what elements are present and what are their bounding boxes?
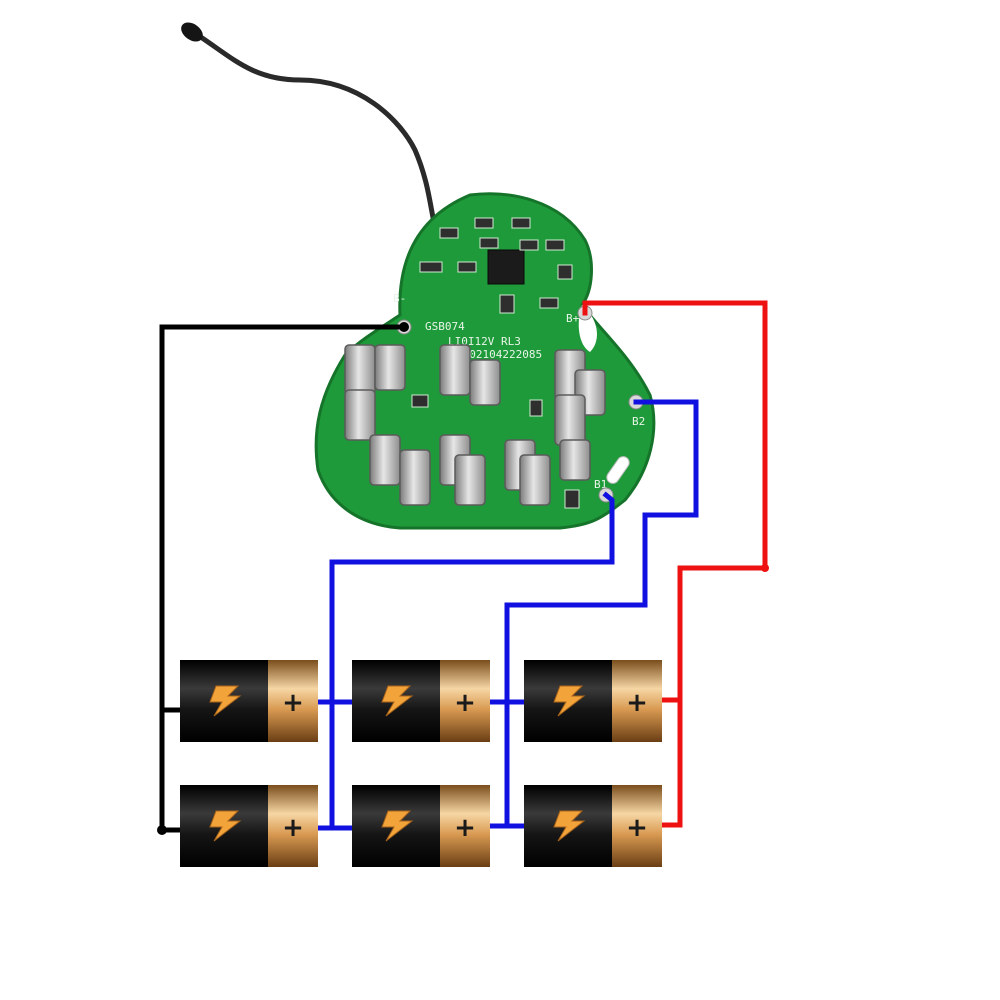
battery-cap <box>612 660 662 742</box>
battery-cap <box>268 660 318 742</box>
battery-plus-label: + <box>454 688 476 718</box>
wire-b1 <box>315 491 615 831</box>
thermistor <box>181 22 440 238</box>
pad-label-b-minus: B- <box>393 292 406 305</box>
battery-cell: + <box>352 785 490 867</box>
battery-plus-label: + <box>626 813 648 843</box>
battery-cell: + <box>352 660 490 742</box>
slot-b1 <box>606 456 630 484</box>
battery-pack: + + + + + + <box>180 660 662 867</box>
battery-cap <box>440 785 490 867</box>
pad-label-b2: B2 <box>632 415 645 428</box>
pad-label-b1: B1 <box>594 478 607 491</box>
pcb-model-label: GSB074 <box>425 320 465 333</box>
controller-ic <box>487 249 525 285</box>
wire-b2 <box>487 399 699 829</box>
battery-cell: + <box>180 660 318 742</box>
contact-clips <box>344 344 606 506</box>
bms-pcb-board: GSB074 LI0I12V RL3 H202104222085 B- B1 B… <box>314 192 656 530</box>
thermistor-bead <box>181 22 203 42</box>
battery-plus-label: + <box>626 688 648 718</box>
pad-label-b-plus: B+ <box>566 312 580 325</box>
thermistor-wire <box>187 27 440 238</box>
battery-cell: + <box>180 785 318 867</box>
battery-cap <box>268 785 318 867</box>
wires <box>159 300 768 833</box>
pcb-serial-label: H202104222085 <box>456 348 542 361</box>
junctions <box>157 322 769 835</box>
battery-cap <box>612 785 662 867</box>
smd-components <box>411 217 580 509</box>
battery-plus-label: + <box>454 813 476 843</box>
battery-plus-label: + <box>282 813 304 843</box>
wire-b-minus <box>159 324 407 833</box>
battery-plus-label: + <box>282 688 304 718</box>
battery-cell: + <box>524 660 662 742</box>
battery-cap <box>440 660 490 742</box>
battery-cell: + <box>524 785 662 867</box>
